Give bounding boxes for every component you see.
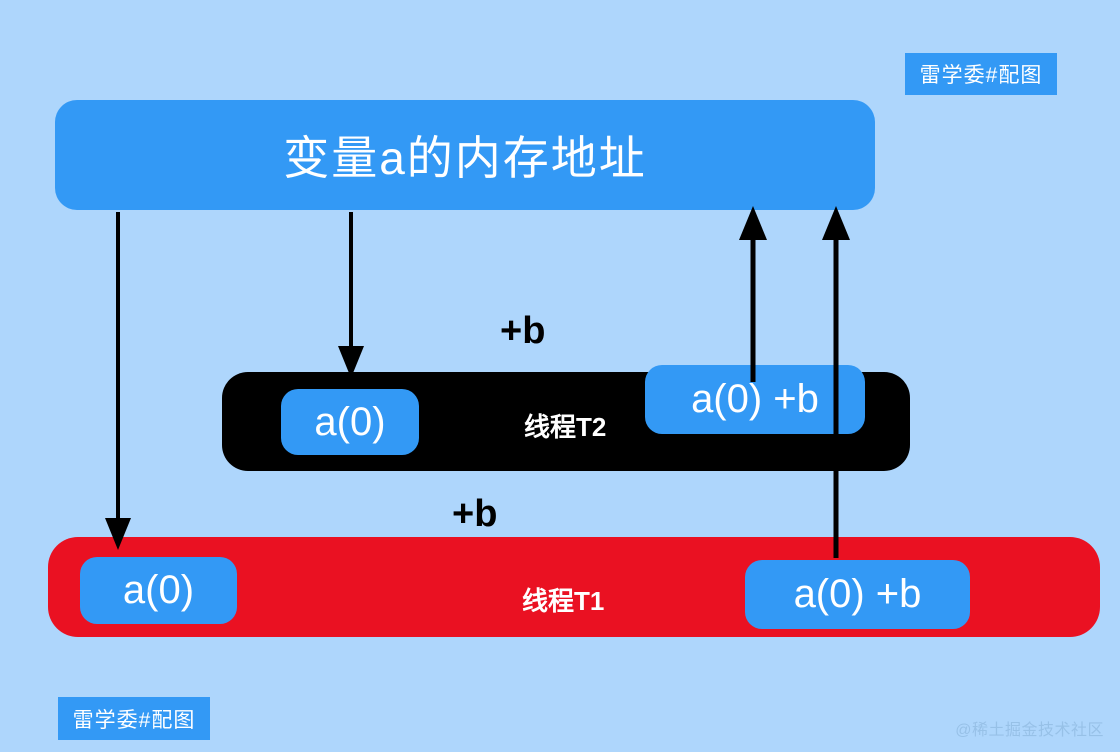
watermark-bottom-left: 雷学委#配图 bbox=[58, 697, 210, 740]
thread-t2-initial-value-chip: a(0) bbox=[281, 389, 419, 455]
thread-t1-result-value-chip: a(0) +b bbox=[745, 560, 970, 629]
thread-t1-initial-value-chip: a(0) bbox=[80, 557, 237, 624]
thread-t2-result-value-chip: a(0) +b bbox=[645, 365, 865, 434]
thread-t2-operation-label: +b bbox=[500, 310, 546, 352]
thread-t2-label: 线程T2 bbox=[524, 412, 607, 442]
arrow-read-to-t1 bbox=[105, 212, 131, 550]
arrow-read-to-t2 bbox=[338, 212, 364, 378]
thread-t1-operation-label: +b bbox=[452, 493, 498, 535]
thread-t1-label: 线程T1 bbox=[522, 586, 605, 616]
arrow-write-from-t2 bbox=[739, 206, 767, 382]
watermark-bottom-right: @稀土掘金技术社区 bbox=[955, 722, 1104, 739]
watermark-top-right: 雷学委#配图 bbox=[905, 53, 1057, 95]
memory-address-box: 变量a的内存地址 bbox=[55, 100, 875, 210]
memory-address-label: 变量a的内存地址 bbox=[283, 132, 647, 184]
